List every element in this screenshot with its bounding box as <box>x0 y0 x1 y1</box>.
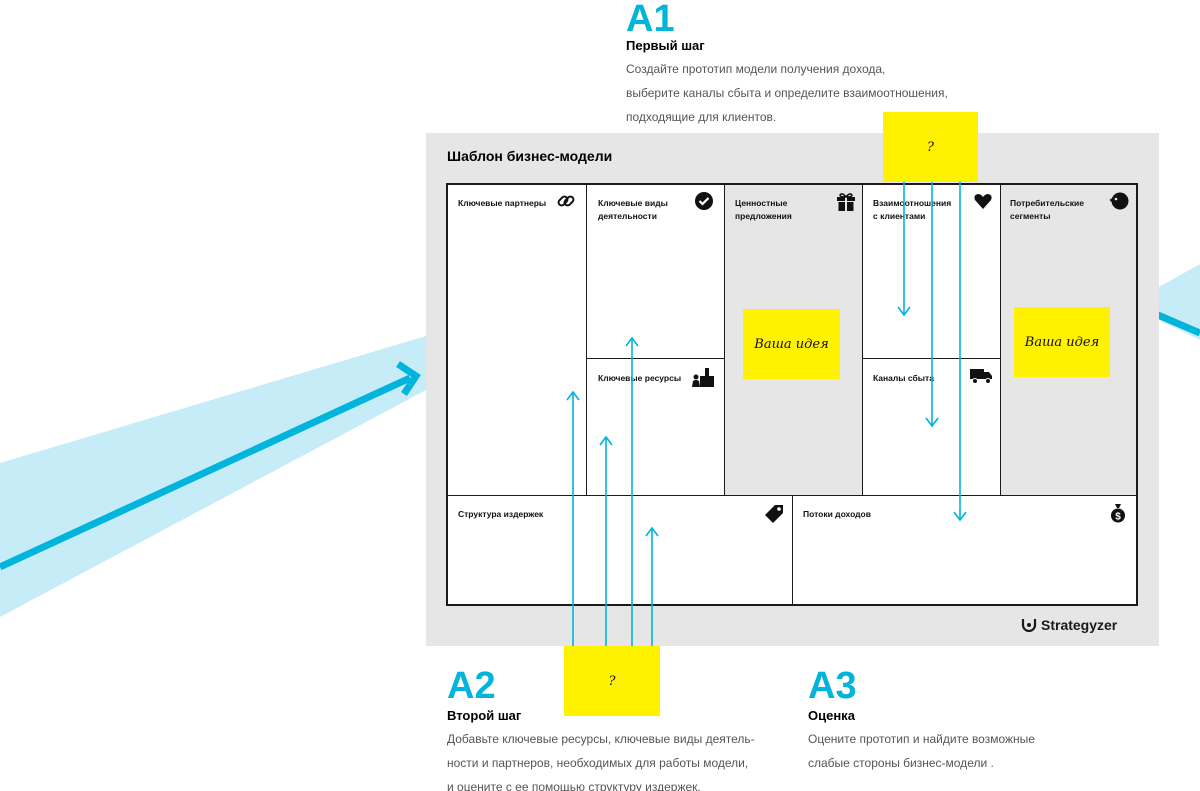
grid-line <box>862 185 863 495</box>
sticky-note-bottom-question-text: ? <box>608 673 616 689</box>
grid-line <box>863 358 1000 359</box>
business-model-canvas: Ключевые партнеры Ключевые виды деятельн… <box>446 183 1138 606</box>
step-a1-line-1: Создайте прототип модели получения доход… <box>626 62 886 76</box>
link-icon <box>557 195 575 207</box>
step-a1-title: Первый шаг <box>626 38 705 53</box>
step-a3-line-1: Оцените прототип и найдите возможные <box>808 732 1035 746</box>
customer-relationships-label: Взаимоотношения с клиентами <box>873 198 952 221</box>
block-key-resources: Ключевые ресурсы <box>587 359 724 495</box>
grid-line <box>586 185 587 495</box>
grid-line <box>724 185 725 495</box>
step-a2-line-3: и оцените с ее помощью структуру издерже… <box>447 780 701 791</box>
key-partners-label: Ключевые партнеры <box>458 198 547 208</box>
heart-icon <box>974 194 992 209</box>
svg-text:$: $ <box>1115 512 1121 523</box>
block-key-activities: Ключевые виды деятельности <box>587 185 724 358</box>
grid-line <box>448 495 1136 496</box>
step-a1-description: Создайте прототип модели получения доход… <box>626 57 948 129</box>
sticky-note-value-idea[interactable]: Ваша идея <box>743 309 840 379</box>
channels-label: Каналы сбыта <box>873 373 934 383</box>
step-a3-title: Оценка <box>808 708 855 723</box>
block-cost-structure: Структура издержек <box>448 496 792 604</box>
key-activities-label: Ключевые виды деятельности <box>598 198 668 221</box>
block-customer-relationships: Взаимоотношения с клиентами <box>863 185 1000 358</box>
step-a3-line-2: слабые стороны бизнес-модели . <box>808 756 994 770</box>
price-tag-icon <box>765 505 783 523</box>
strategyzer-logo-icon <box>1021 619 1037 632</box>
sticky-note-segment-idea-text: Ваша идея <box>1024 334 1100 350</box>
step-a2-code: A2 <box>447 665 496 707</box>
strategyzer-logo-label: Strategyzer <box>1041 617 1118 633</box>
step-a3-code: A3 <box>808 665 857 707</box>
left-beam <box>0 336 426 617</box>
gift-icon <box>837 193 855 211</box>
step-a2-line-2: ности и партнеров, необходимых для работ… <box>447 756 749 770</box>
grid-line <box>792 496 793 604</box>
key-resources-label: Ключевые ресурсы <box>598 373 682 383</box>
money-bag-icon: $ <box>1111 504 1125 523</box>
step-a1-code: A1 <box>626 0 675 40</box>
step-a2-description: Добавьте ключевые ресурсы, ключевые виды… <box>447 727 755 791</box>
grid-line <box>587 358 724 359</box>
step-a1-line-3: подходящие для клиентов. <box>626 110 777 124</box>
sticky-note-segment-idea[interactable]: Ваша идея <box>1014 307 1110 377</box>
sticky-note-top-question-text: ? <box>927 139 934 155</box>
left-beam-arrow-head <box>396 361 421 396</box>
step-a2-title: Второй шаг <box>447 708 522 723</box>
step-a3-description: Оцените прототип и найдите возможные сла… <box>808 727 1035 775</box>
block-revenue-streams: Потоки доходов $ <box>793 496 1136 604</box>
left-beam-arrow-shaft <box>0 374 412 571</box>
sticky-note-value-idea-text: Ваша идея <box>754 336 829 352</box>
block-channels: Каналы сбыта <box>863 359 1000 495</box>
sticky-note-top-question[interactable]: ? <box>883 112 978 182</box>
step-a2-line-1: Добавьте ключевые ресурсы, ключевые виды… <box>447 732 755 746</box>
person-head-icon <box>1109 192 1129 210</box>
revenue-streams-label: Потоки доходов <box>803 509 871 519</box>
cost-structure-label: Структура издержек <box>458 509 544 519</box>
customer-segments-label: Потребительские сегменты <box>1010 198 1084 221</box>
checkmark-icon <box>695 192 713 210</box>
canvas-title: Шаблон бизнес-модели <box>447 148 613 164</box>
value-propositions-label: Ценностные предложения <box>735 198 792 221</box>
strategyzer-logo: Strategyzer <box>1021 617 1117 633</box>
grid-line <box>1000 185 1001 495</box>
step-a1-line-2: выберите каналы сбыта и определите взаим… <box>626 86 948 100</box>
factory-worker-icon <box>692 368 714 387</box>
truck-icon <box>970 369 992 384</box>
block-key-partners: Ключевые партнеры <box>448 185 586 495</box>
sticky-note-bottom-question[interactable]: ? <box>564 646 660 716</box>
